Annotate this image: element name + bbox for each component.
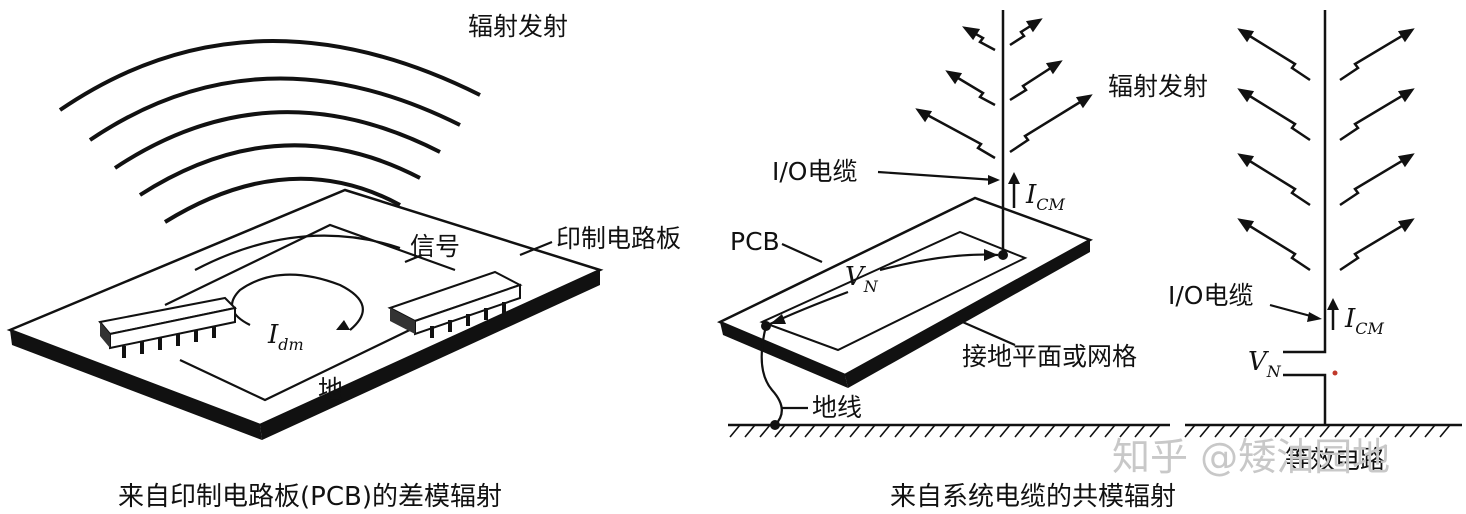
pcb-leader xyxy=(781,242,823,264)
middle-panel: 辐射发射 I/O电缆 ICM PCB VN 接地平面或网格 地线 来自系统电缆的… xyxy=(716,10,1208,512)
right-cable-label: I/O电缆 xyxy=(1168,281,1253,310)
antenna-lower xyxy=(1283,373,1327,425)
cable-junction-dot xyxy=(998,250,1008,260)
middle-pcb-label: PCB xyxy=(730,227,780,256)
middle-pcb-board xyxy=(716,196,1094,388)
right-cable-leader-head xyxy=(1307,312,1322,322)
right-cm-current-symbol: ICM xyxy=(1344,304,1385,338)
middle-cable-label: I/O电缆 xyxy=(772,157,857,186)
left-radiation-title: 辐射发射 xyxy=(468,12,568,41)
signal-leader-line xyxy=(404,253,423,264)
signal-label: 信号 xyxy=(410,232,460,261)
ground-wire-label: 地线 xyxy=(812,393,862,422)
middle-cm-current-symbol: ICM xyxy=(1025,180,1066,214)
right-panel: I/O电缆 ICM VN 等效电路 xyxy=(1168,10,1462,474)
diff-current-symbol: Idm xyxy=(267,320,304,354)
left-panel: 辐射发射 印制电路板 信号 地 Idm 来自印制电路板(PCB)的差模辐射 xyxy=(6,12,681,512)
middle-radiation-label: 辐射发射 xyxy=(1108,72,1208,101)
middle-radiation-arrows xyxy=(915,18,1093,160)
right-cm-current-arrowhead xyxy=(1327,298,1339,310)
cm-current-arrowhead xyxy=(1008,172,1020,184)
cable-leader xyxy=(877,170,996,182)
ground-wire xyxy=(760,325,783,426)
right-radiation-arrows xyxy=(1237,28,1415,272)
chip-right xyxy=(387,270,523,338)
current-loop-arrowhead xyxy=(336,320,350,330)
source-dot xyxy=(1332,370,1338,376)
ground-plane-hatch xyxy=(728,423,1170,438)
pcb-label: 印制电路板 xyxy=(556,224,681,253)
left-caption: 来自印制电路板(PCB)的差模辐射 xyxy=(118,482,502,512)
watermark: 知乎 @矮油园地 xyxy=(1112,435,1390,479)
voltage-arrowhead xyxy=(984,249,998,261)
signal-trace xyxy=(164,223,456,306)
chip-left xyxy=(98,296,238,358)
ground-label: 地 xyxy=(318,375,343,404)
voltage-arrowhead-2 xyxy=(770,314,786,324)
middle-voltage-symbol: VN xyxy=(845,262,879,296)
equivalent-circuit-label: 等效电路 xyxy=(1285,445,1385,474)
signal-curve xyxy=(194,234,401,271)
antenna-upper xyxy=(1283,10,1327,354)
right-ground-hatch xyxy=(1184,423,1462,438)
ground-plane-label: 接地平面或网格 xyxy=(962,342,1137,371)
plane-leader xyxy=(957,318,1016,347)
right-voltage-symbol: VN xyxy=(1248,347,1282,381)
cable-leader-head xyxy=(988,175,1000,185)
radiation-waves xyxy=(58,39,481,224)
pcb-board xyxy=(6,188,604,440)
ground-trace xyxy=(179,324,421,402)
middle-caption: 来自系统电缆的共模辐射 xyxy=(890,482,1176,512)
pcb-leader-line xyxy=(519,240,553,257)
